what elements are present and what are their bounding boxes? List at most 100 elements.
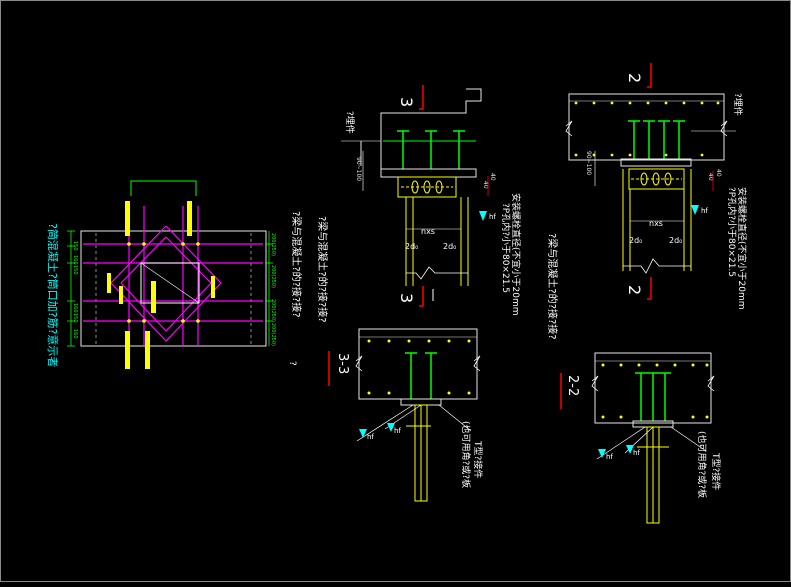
section-2-2-t-label: T型?接件 xyxy=(710,452,722,490)
section-2-hf: hf xyxy=(701,207,708,215)
section-2-beam xyxy=(622,169,692,271)
dim-left-2: 160 xyxy=(72,255,78,265)
section-3-wall-top xyxy=(380,88,482,173)
section-3-note: ?梁与混凝土?的?接?接? xyxy=(316,216,329,323)
section-2-dim-40a: 40 xyxy=(715,169,722,177)
section-3-studs xyxy=(397,130,465,169)
section-2-mark-bottom: 2 xyxy=(625,285,644,295)
section-3-3-embed-plate xyxy=(400,398,442,406)
section-3-weld-symbol xyxy=(479,211,487,221)
section-3-3-weld-2 xyxy=(387,423,395,432)
section-2-hole-note: ?P孔内?小于80×21.5 xyxy=(726,187,738,277)
section-2-2-break-right xyxy=(707,375,715,392)
section-2-nxs: nxs xyxy=(649,219,663,228)
rebar-labels xyxy=(107,201,215,369)
section-2-2-break-left xyxy=(591,375,599,392)
section-2-plan: 2 ?埋件 90~100 xyxy=(565,63,748,310)
left-dimension-texts: 150 160 150 160 150 160 xyxy=(72,241,78,339)
section-3-embed-plate xyxy=(380,168,477,178)
top-bracket xyxy=(130,180,197,196)
section-2-dim-40b: 40 xyxy=(707,173,714,181)
section-2-slab-rebars xyxy=(574,101,720,157)
section-3-dim-90-100: 90~100 xyxy=(355,157,362,181)
section-2-bolt-note: 安装螺栓直径(不宜小于20mm xyxy=(736,187,748,310)
section-2-2-title: 2-2 xyxy=(565,375,580,396)
section-3-hf: hf xyxy=(489,213,496,221)
section-3-3-hf2: hf xyxy=(394,427,401,435)
section-3-3-alt-label: (也可用角?或?板 xyxy=(460,421,472,488)
section-3-bolts xyxy=(401,180,453,194)
dim-right-3: 200(250) xyxy=(270,299,276,322)
section-3-cut-bottom xyxy=(419,286,424,307)
section-3-d0-left: 2d₀ xyxy=(405,242,418,251)
dim-left-1: 150 xyxy=(72,241,78,251)
section-3-3-slab xyxy=(358,328,478,400)
section-2-2-alt-label: (也可用角?或?板 xyxy=(696,431,708,498)
section-2-mark-top: 2 xyxy=(625,73,644,83)
section-3-3-break-left xyxy=(355,355,363,372)
section-3-3-elevation: hf hf T型?接件 (也可用角?或?板 3-3 xyxy=(328,328,484,502)
section-3-dim-40a: 40 xyxy=(489,173,496,181)
section-3-3-t-label: T型?接件 xyxy=(472,440,484,478)
opening-plan-title: ?简混凝土?筒口加?筋?意示者 xyxy=(46,223,60,367)
plan-note: ?梁与混凝土?的?接?接? xyxy=(290,211,303,318)
wall-hatch xyxy=(95,233,252,344)
section-2-d0-right: 2d₀ xyxy=(669,236,682,245)
section-2-2-weld-2 xyxy=(626,445,634,454)
section-2-2-slab-rebars xyxy=(601,363,709,419)
section-3-bolt-note: 安装螺栓直径(不宜小于20mm xyxy=(510,193,522,316)
wall-opening xyxy=(140,262,200,304)
section-3-3-weld-1 xyxy=(359,429,367,438)
section-2-2-weld-1 xyxy=(598,449,606,458)
left-dimension-lines xyxy=(67,230,75,347)
section-2-cut-bottom xyxy=(647,277,652,300)
dim-left-3: 150 xyxy=(72,265,78,275)
section-2-2-hf2: hf xyxy=(633,449,640,457)
section-3-plan: 3 ?埋件 90~100 xyxy=(341,85,522,316)
section-2-2-embed-plate xyxy=(632,420,674,428)
section-3-connection-plate xyxy=(397,176,457,198)
section-3-3-title: 3-3 xyxy=(335,353,350,374)
section-2-break-line xyxy=(623,258,691,274)
section-3-d0-right: 2d₀ xyxy=(443,242,456,251)
section-2-2-elevation: hf hf T型?接件 (也可用角?或?板 2-2 xyxy=(560,352,722,524)
opening-diagonal xyxy=(140,262,200,304)
section-2-break-left xyxy=(565,120,573,137)
section-3-mark-bottom: 3 xyxy=(397,293,416,303)
plan-note-tail: ? xyxy=(287,361,297,366)
section-2-studs xyxy=(628,120,685,159)
dim-left-4: 160 xyxy=(72,303,78,313)
section-3-break-line xyxy=(406,266,468,280)
section-2-weld-symbol xyxy=(691,205,699,215)
section-3-3-slab-rebars xyxy=(367,339,471,395)
section-3-nxs: nxs xyxy=(421,227,435,236)
wall-outline xyxy=(80,230,267,347)
section-2-cut-top xyxy=(647,63,652,88)
rebar-dots xyxy=(127,242,200,323)
dim-right-4: 200(250) xyxy=(270,323,276,346)
section-2-slab xyxy=(568,93,725,161)
section-3-3-break-right xyxy=(473,355,481,372)
section-3-beam xyxy=(405,197,469,286)
section-3-mark-top: 3 xyxy=(397,97,416,107)
dim-right-1: 200(250) xyxy=(270,233,276,256)
section-2-bolts xyxy=(631,172,682,186)
section-2-2-leaders xyxy=(596,426,707,460)
section-2-2-hf1: hf xyxy=(606,453,613,461)
section-2-d0-left: 2d₀ xyxy=(629,236,642,245)
section-2-embed-plate xyxy=(620,158,692,167)
section-3-3-hf1: hf xyxy=(367,433,374,441)
section-3-3-studs xyxy=(405,352,437,399)
section-2-embed-label: ?埋件 xyxy=(732,93,744,116)
section-2-dim-90-100: 90~100 xyxy=(585,151,592,175)
right-dimension-texts: 200(250) 200(250) 200(250) 200(250) xyxy=(270,233,276,346)
section-2-note: ?梁与混凝土?的?接?接? xyxy=(546,233,559,340)
section-3-3-leaders xyxy=(356,404,472,442)
right-dimension-lines xyxy=(265,231,273,346)
opening-reinforcement-plan: 150 160 150 160 150 160 200(250) 200(250… xyxy=(46,180,303,369)
section-3-cut-top xyxy=(419,85,424,110)
dim-right-2: 200(250) xyxy=(270,265,276,288)
section-2-2-studs xyxy=(635,372,671,421)
